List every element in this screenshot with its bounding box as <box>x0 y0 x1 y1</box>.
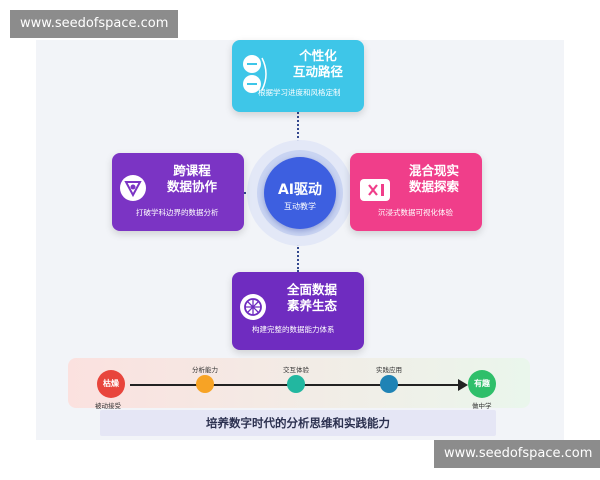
card-subtitle: 打破学科边界的数据分析 <box>136 208 219 217</box>
aperture-icon <box>240 294 266 320</box>
hub-circle: AI驱动 互动教学 <box>264 157 336 229</box>
triangle-network-icon <box>120 175 146 201</box>
watermark-bottom: www.seedofspace.com <box>434 440 600 468</box>
mixed-reality-card: 混合现实 数据探索 沉浸式数据可视化体验 <box>350 153 482 231</box>
card-title-line2: 数据探索 <box>408 179 459 194</box>
timeline-step-node <box>287 375 305 393</box>
timeline-start-caption: 被动接受 <box>95 402 121 410</box>
personalized-path-card: 个性化 互动路径 根据学习进度和风格定制 <box>232 40 364 112</box>
timeline-start-node: 枯燥 <box>97 370 125 398</box>
card-title-line2: 互动路径 <box>292 64 343 79</box>
card-subtitle: 根据学习进度和风格定制 <box>258 88 341 97</box>
vr-headset-icon <box>360 179 390 201</box>
timeline-end-caption: 做中学 <box>472 402 492 410</box>
data-literacy-card: 全面数据 素养生态 构建完整的数据能力体系 <box>232 272 364 350</box>
watermark-top: www.seedofspace.com <box>10 10 178 38</box>
timeline-step-label: 实践应用 <box>376 366 402 374</box>
card-title-line1: 跨课程 <box>173 163 211 178</box>
timeline-step-label: 分析能力 <box>192 366 218 374</box>
timeline-step-node <box>380 375 398 393</box>
footer-text: 培养数字时代的分析思维和实践能力 <box>206 416 390 430</box>
connector-top <box>297 112 299 142</box>
timeline-end-node: 有趣 <box>468 370 496 398</box>
connector-bottom <box>297 244 299 272</box>
card-subtitle: 沉浸式数据可视化体验 <box>378 208 453 217</box>
toggle-icon <box>240 54 267 93</box>
hub-title: AI驱动 <box>277 182 323 198</box>
card-title-line2: 数据协作 <box>166 179 217 194</box>
footer-banner: 培养数字时代的分析思维和实践能力 <box>100 410 496 436</box>
card-title: 个性化 互动路径 <box>278 48 358 80</box>
card-title: 混合现实 数据探索 <box>394 163 474 195</box>
timeline-step-node <box>196 375 214 393</box>
timeline-step-label: 交互体验 <box>283 366 309 374</box>
timeline-arrowhead <box>458 379 468 391</box>
card-title: 跨课程 数据协作 <box>152 163 232 195</box>
card-title-line1: 混合现实 <box>408 163 459 178</box>
card-title-line1: 个性化 <box>299 48 337 63</box>
card-subtitle: 构建完整的数据能力体系 <box>252 325 335 334</box>
card-title: 全面数据 素养生态 <box>272 282 352 314</box>
card-title-line1: 全面数据 <box>286 282 337 297</box>
hub-subtitle: 互动教学 <box>284 202 316 211</box>
cross-course-card: 跨课程 数据协作 打破学科边界的数据分析 <box>112 153 244 231</box>
card-title-line2: 素养生态 <box>286 298 337 313</box>
